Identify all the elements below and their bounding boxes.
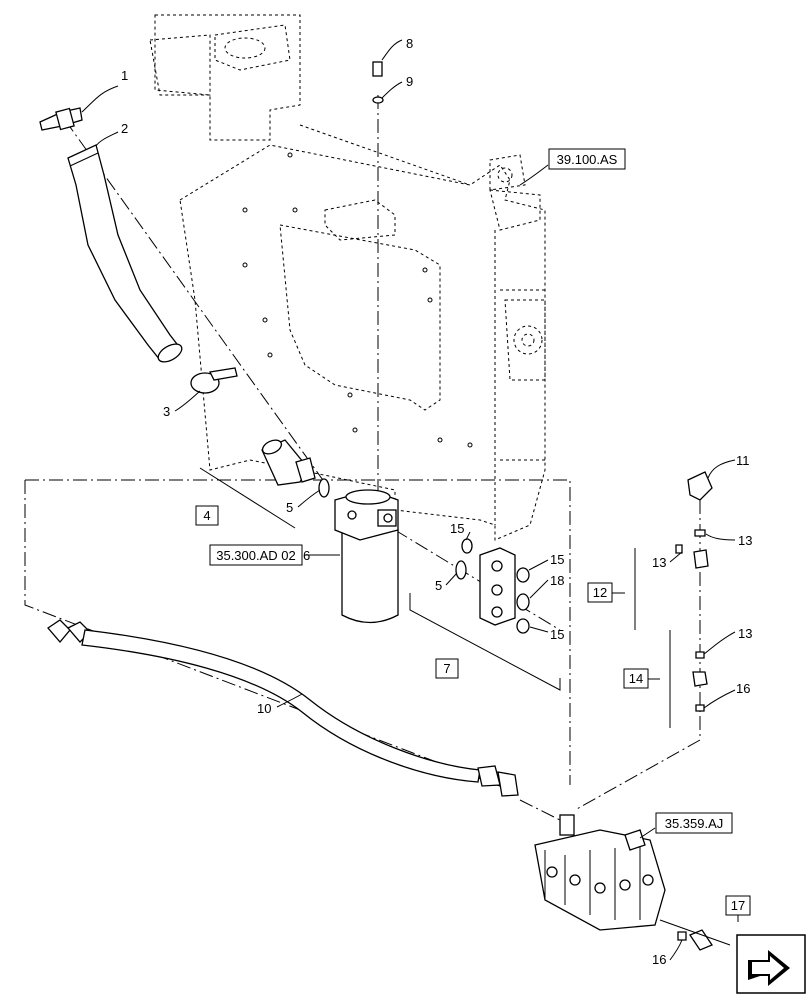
adapter-part-4 (261, 439, 316, 486)
boxed-callout-14: 14 (629, 671, 643, 686)
callout-13-left: 13 (652, 555, 666, 570)
callout-6: 6 (303, 548, 310, 563)
manifold-block-part-7 (479, 547, 516, 626)
callout-15-top: 15 (450, 521, 464, 536)
boxed-callouts: 4 7 12 14 17 (195, 505, 751, 922)
reference-35-300-ad-02: 35.300.AD 02 (216, 548, 296, 563)
callout-13-right: 13 (738, 533, 752, 548)
boxed-callout-12: 12 (593, 585, 607, 600)
plug-part-17 (689, 929, 713, 951)
seal-ring-part-18 (516, 593, 530, 611)
hose-fitting-part-1 (39, 107, 83, 131)
callout-2: 2 (121, 121, 128, 136)
callout-18: 18 (550, 573, 564, 588)
reference-35-359-aj: 35.359.AJ (665, 816, 724, 831)
callout-9: 9 (406, 74, 413, 89)
callout-15-right: 15 (550, 552, 564, 567)
clamp-part-3 (190, 367, 238, 394)
hose-part-2 (67, 144, 183, 363)
control-valve (534, 814, 666, 931)
reference-39-100-as: 39.100.AS (557, 152, 618, 167)
assembly-axes (24, 95, 701, 826)
seal-ring-part-15 (461, 538, 530, 634)
callout-10: 10 (257, 701, 271, 716)
callout-15-bottom: 15 (550, 627, 564, 642)
callout-labels: 1 2 3 5 5 6 8 9 10 11 13 13 13 15 15 15 … (121, 36, 752, 967)
bolt-part-8 (372, 61, 383, 77)
callout-3: 3 (163, 404, 170, 419)
group-brackets (199, 467, 731, 946)
arrow-forward-icon[interactable] (736, 934, 806, 994)
hose-part-10 (47, 619, 519, 797)
filter-part-6 (334, 489, 399, 624)
o-ring-part-5 (318, 478, 467, 580)
callout-16-bottom: 16 (652, 952, 666, 967)
callout-5-upper: 5 (286, 500, 293, 515)
boxed-callout-17: 17 (731, 898, 745, 913)
reference-labels: 39.100.AS 35.300.AD 02 35.359.AJ (209, 148, 733, 834)
fitting-part-14 (692, 671, 708, 687)
chassis-frame (149, 14, 546, 541)
callout-5-lower: 5 (435, 578, 442, 593)
callout-8: 8 (406, 36, 413, 51)
callout-16-right: 16 (736, 681, 750, 696)
boxed-callout-7: 7 (443, 661, 450, 676)
callout-1: 1 (121, 68, 128, 83)
fittings-part-13 (675, 529, 709, 659)
washer-part-9 (372, 96, 384, 104)
elbow-fitting-part-11 (687, 471, 713, 501)
callout-11: 11 (736, 453, 750, 468)
leader-lines (81, 39, 736, 961)
boxed-callout-4: 4 (203, 508, 210, 523)
callout-13-lower: 13 (738, 626, 752, 641)
seals-part-16 (677, 704, 705, 941)
